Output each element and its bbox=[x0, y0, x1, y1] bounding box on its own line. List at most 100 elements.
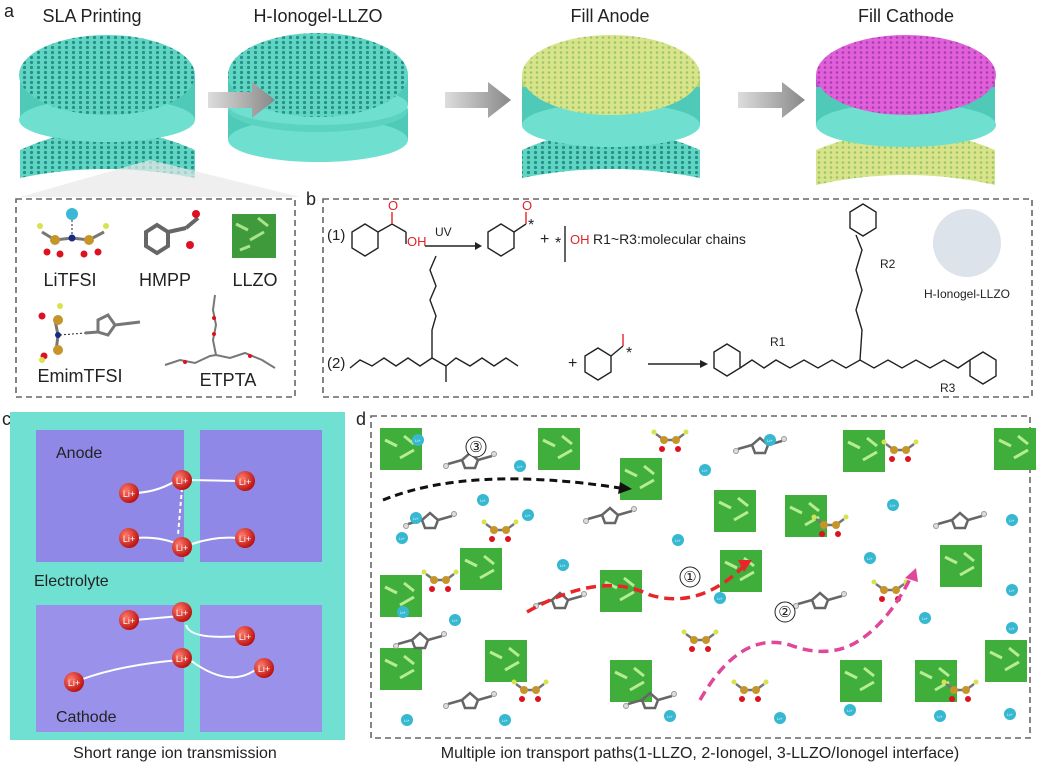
material-label-litfsi: LiTFSI bbox=[43, 270, 96, 290]
lithium-ion-label: Li+ bbox=[937, 714, 943, 719]
lithium-ion-label: Li+ bbox=[400, 610, 406, 615]
lithium-ion-label: Li+ bbox=[68, 678, 80, 688]
lithium-ion-label: Li+ bbox=[123, 534, 135, 544]
lithium-ion-label: Li+ bbox=[452, 618, 458, 623]
lithium-ion: Li+ bbox=[449, 614, 461, 626]
lithium-ion-label: Li+ bbox=[675, 538, 681, 543]
radical-star: * bbox=[555, 235, 561, 252]
lithium-ion-label: Li+ bbox=[890, 503, 896, 508]
emim-cation-icon bbox=[443, 691, 497, 710]
lithium-ion-label: Li+ bbox=[717, 596, 723, 601]
emim-cation-icon bbox=[533, 591, 587, 610]
electrolyte-label: Electrolyte bbox=[34, 573, 109, 590]
panel-label-d: d bbox=[356, 409, 366, 429]
cathode-label: Cathode bbox=[56, 709, 117, 726]
lithium-ion: Li+ bbox=[672, 534, 684, 546]
lithium-ion-label: Li+ bbox=[413, 516, 419, 521]
lithium-ion-label: Li+ bbox=[404, 718, 410, 723]
lithium-ion-label: Li+ bbox=[480, 498, 486, 503]
lithium-ion: Li+ bbox=[64, 672, 84, 692]
filled-cathode-disc bbox=[816, 35, 996, 185]
lithium-ion-label: Li+ bbox=[176, 476, 188, 486]
llzo-crystal-icon bbox=[915, 660, 957, 702]
lithium-ion: Li+ bbox=[1004, 708, 1016, 720]
r1-label: R1 bbox=[770, 335, 786, 349]
llzo-crystal-icon bbox=[940, 545, 982, 587]
anode-label: Anode bbox=[56, 445, 102, 462]
path-marker-1 bbox=[679, 566, 701, 588]
litfsi-molecule-icon bbox=[37, 208, 109, 258]
hmpp-structure bbox=[351, 212, 407, 257]
lithium-ion-label: Li+ bbox=[415, 438, 421, 443]
lithium-ion: Li+ bbox=[1006, 514, 1018, 526]
emim-cation-icon bbox=[793, 591, 847, 610]
lithium-ion-label: Li+ bbox=[123, 616, 135, 626]
plus-sign: + bbox=[568, 355, 577, 372]
lithium-ion-label: Li+ bbox=[502, 718, 508, 723]
oxygen-label: O bbox=[388, 198, 398, 213]
lithium-ion: Li+ bbox=[919, 612, 931, 624]
anode-block bbox=[200, 430, 322, 562]
path-marker-2 bbox=[774, 601, 796, 623]
emim-cation-icon bbox=[933, 511, 987, 530]
lithium-ion-label: Li+ bbox=[767, 438, 773, 443]
lithium-ion: Li+ bbox=[172, 648, 192, 668]
lithium-ion-label: Li+ bbox=[123, 489, 135, 499]
etpta-structure bbox=[349, 255, 519, 382]
lithium-ion: Li+ bbox=[864, 552, 876, 564]
benzoyl-radical-structure bbox=[584, 334, 624, 381]
llzo-crystal-icon bbox=[843, 430, 885, 472]
lithium-ion-label: Li+ bbox=[176, 654, 188, 664]
material-label-hmpp: HMPP bbox=[139, 270, 191, 290]
path-marker-3 bbox=[465, 436, 487, 458]
llzo-crystal-icon bbox=[785, 495, 827, 537]
process-arrow-icon bbox=[445, 82, 511, 118]
path-1-llzo bbox=[526, 563, 747, 614]
panel-label-a: a bbox=[4, 1, 15, 21]
cathode-block bbox=[36, 605, 184, 732]
step-title-cathode: Fill Cathode bbox=[858, 6, 954, 26]
lithium-ion-label: Li+ bbox=[847, 708, 853, 713]
llzo-crystal-icon bbox=[985, 640, 1027, 682]
lithium-ion-label: Li+ bbox=[667, 714, 673, 719]
llzo-crystal-icon bbox=[232, 214, 276, 258]
tfsi-anion-icon bbox=[871, 579, 909, 602]
lithium-ion: Li+ bbox=[235, 528, 255, 548]
llzo-crystal-icon bbox=[485, 640, 527, 682]
lithium-ion: Li+ bbox=[477, 494, 489, 506]
sla-printed-scaffold bbox=[19, 35, 195, 178]
path-marker-3-label: ③ bbox=[469, 439, 482, 456]
benzoyl-radical-structure bbox=[487, 212, 527, 257]
photo-caption: H-Ionogel-LLZO bbox=[924, 287, 1010, 301]
panel-d-caption: Multiple ion transport paths(1-LLZO, 2-I… bbox=[441, 745, 960, 762]
materials-box: LiTFSI HMPP LLZO EmimTFSI bbox=[15, 198, 296, 398]
lithium-ion-label: Li+ bbox=[525, 513, 531, 518]
lithium-ion: Li+ bbox=[844, 704, 856, 716]
lithium-ion: Li+ bbox=[412, 434, 424, 446]
lithium-ion: Li+ bbox=[699, 464, 711, 476]
hmpp-molecule-icon bbox=[144, 210, 200, 256]
tfsi-anion-icon bbox=[421, 569, 459, 592]
material-label-emimtfsi: EmimTFSI bbox=[38, 366, 123, 386]
filled-anode-disc bbox=[522, 35, 700, 178]
lithium-ion-label: Li+ bbox=[560, 563, 566, 568]
tfsi-anion-icon bbox=[651, 429, 689, 452]
lithium-ion-label: Li+ bbox=[239, 632, 251, 642]
step-title-anode: Fill Anode bbox=[570, 6, 649, 26]
lithium-ion: Li+ bbox=[557, 559, 569, 571]
llzo-crystal-icon bbox=[380, 428, 422, 470]
process-arrow-icon bbox=[738, 82, 805, 118]
tfsi-anion-icon bbox=[481, 519, 519, 542]
lithium-ion: Li+ bbox=[664, 710, 676, 722]
process-arrow-icon bbox=[208, 82, 275, 118]
llzo-crystal-icon bbox=[380, 648, 422, 690]
lithium-ion: Li+ bbox=[1006, 622, 1018, 634]
panel-label-b: b bbox=[306, 189, 316, 209]
emim-cation-icon bbox=[623, 691, 677, 710]
lithium-ion: Li+ bbox=[410, 512, 422, 524]
lithium-ion: Li+ bbox=[764, 434, 776, 446]
path-marker-2-label: ② bbox=[778, 604, 791, 621]
lithium-ion: Li+ bbox=[119, 610, 139, 630]
lithium-ion: Li+ bbox=[254, 658, 274, 678]
